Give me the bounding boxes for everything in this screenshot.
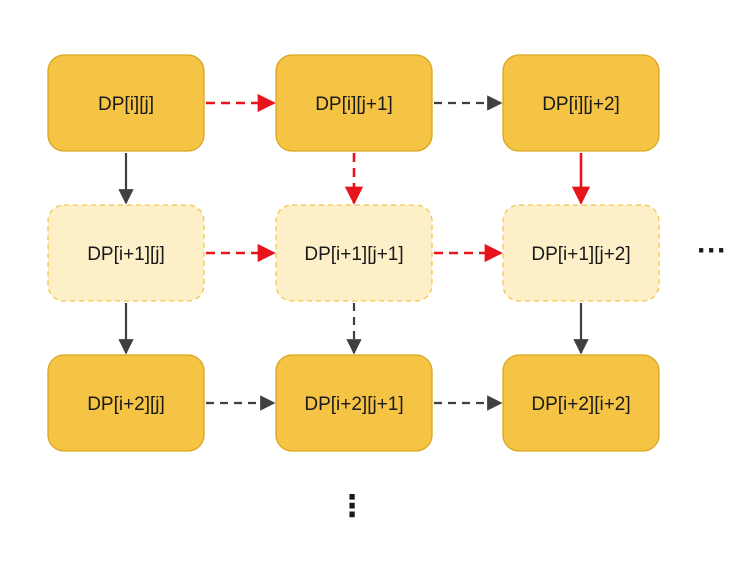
dp-node-box [47, 54, 205, 152]
dp-node-r1c1: DP[i+1][j+1] [275, 204, 433, 302]
dp-node-label: DP[i+1][j] [87, 244, 165, 265]
dp-node-r2c2: DP[i+2][i+2] [502, 354, 660, 452]
dp-node-r2c1: DP[i+2][j+1] [275, 354, 433, 452]
bottom-ellipsis: ⋮ [337, 490, 367, 523]
dp-node-box [502, 54, 660, 152]
dp-node-box [275, 354, 433, 452]
dp-node-box [275, 204, 433, 302]
dp-node-label: DP[i+1][j+2] [531, 244, 630, 265]
dp-node-label: DP[i+2][j+1] [304, 394, 403, 415]
edges-layer [118, 93, 591, 411]
dp-node-label: DP[i][j+2] [542, 94, 620, 115]
nodes-layer: DP[i][j] DP[i][j+1] DP[i][j+2] DP[i+1][j] DP… [47, 54, 660, 452]
right-ellipsis: ··· [697, 234, 727, 267]
dp-node-r1c2: DP[i+1][j+2] [502, 204, 660, 302]
dp-node-box [47, 354, 205, 452]
dp-node-box [47, 204, 205, 302]
dp-node-label: DP[i+2][i+2] [531, 394, 630, 415]
dp-node-box [275, 54, 433, 152]
dp-node-r0c0: DP[i][j] [47, 54, 205, 152]
dp-node-label: DP[i+1][j+1] [304, 244, 403, 265]
dp-node-box [502, 354, 660, 452]
dp-node-label: DP[i][j] [98, 94, 154, 115]
dp-node-box [502, 204, 660, 302]
dp-node-r2c0: DP[i+2][j] [47, 354, 205, 452]
dp-node-r0c1: DP[i][j+1] [275, 54, 433, 152]
dp-node-label: DP[i+2][j] [87, 394, 165, 415]
dp-node-r0c2: DP[i][j+2] [502, 54, 660, 152]
dp-node-r1c0: DP[i+1][j] [47, 204, 205, 302]
dp-node-label: DP[i][j+1] [315, 94, 393, 115]
